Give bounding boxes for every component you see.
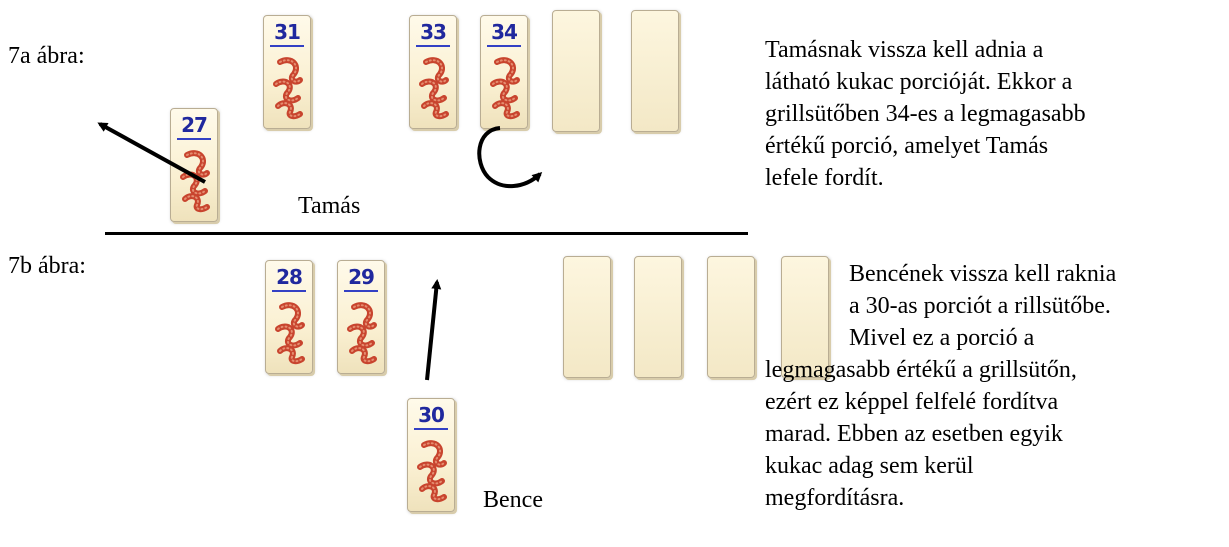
face-down-tile [563, 256, 611, 378]
flip-tile-arrow [477, 126, 543, 188]
description-line: megfordításra. [765, 485, 905, 511]
worm-segment [184, 195, 208, 211]
worm-icon [419, 57, 449, 120]
tile-30: 30 [407, 398, 455, 512]
worm-segment [279, 59, 301, 83]
face-down-tile [631, 10, 679, 132]
tile-29: 29 [337, 260, 385, 374]
worm-segment [492, 80, 516, 102]
tile-number: 34 [481, 22, 527, 47]
face-down-tile [552, 10, 600, 132]
worm-segment [279, 302, 305, 330]
tile-34: 34 [480, 15, 528, 129]
tile-number: 30 [408, 405, 454, 430]
description-line: a 30-as porciót a rillsütőbe. [849, 293, 1111, 319]
worm-icon [347, 302, 377, 365]
face-down-tile [707, 256, 755, 378]
tile-number: 33 [410, 22, 456, 47]
description-line: látható kukac porcióját. Ekkor a [765, 69, 1073, 95]
figure-7a-description: Tamásnak vissza kell adnia a látható kuk… [765, 34, 1086, 194]
description-line: Bencének vissza kell raknia [849, 261, 1117, 287]
figure-7b-description-bottom: legmagasabb értékű a grillsütőn, ezért e… [765, 354, 1077, 514]
worm-segment [494, 102, 518, 118]
worm-icon [273, 57, 303, 120]
description-line: lefele fordít. [765, 165, 884, 191]
worm-segment [419, 463, 443, 485]
worm-segment [423, 102, 447, 118]
description-line: marad. Ebben az esetben egyik [765, 421, 1063, 447]
face-down-tile [634, 256, 682, 378]
face-down-tile [781, 256, 829, 378]
description-line: Tamásnak vissza kell adnia a [765, 37, 1044, 63]
figure-7a-label: 7a ábra: [8, 43, 85, 69]
worm-segment [421, 440, 447, 468]
worm-segment [281, 304, 303, 328]
worm-icon [180, 150, 210, 213]
description-line: legmagasabb értékű a grillsütőn, [765, 357, 1077, 383]
description-line: ezért ez képpel felfelé fordítva [765, 389, 1059, 415]
description-line: grillsütőben 34-es a legmagasabb [765, 101, 1086, 127]
figure-7b-label: 7b ábra: [8, 253, 86, 279]
worm-segment [496, 59, 518, 83]
worm-segment [277, 325, 301, 347]
return-to-grill-arrow [425, 279, 442, 381]
tile-31: 31 [263, 15, 311, 129]
worm-segment [275, 80, 299, 102]
worm-icon [490, 57, 520, 120]
tile-number: 31 [264, 22, 310, 47]
tile-number: 29 [338, 267, 384, 292]
description-line: Mivel ez a porció a [849, 325, 1035, 351]
worm-icon [417, 440, 447, 503]
worm-segment [425, 59, 447, 83]
worm-segment [277, 57, 303, 85]
figure-separator [105, 232, 748, 235]
tile-28: 28 [265, 260, 313, 374]
tile-number: 27 [171, 115, 217, 140]
figure-7b-description-top: Bencének vissza kell raknia a 30-as porc… [849, 258, 1116, 354]
tile-number: 28 [266, 267, 312, 292]
worm-segment [351, 302, 377, 330]
worm-segment [184, 150, 210, 178]
player-name-tamas: Tamás [298, 193, 361, 219]
description-line: értékű porció, amelyet Tamás [765, 133, 1049, 159]
worm-icon [275, 302, 305, 365]
worm-segment [421, 80, 445, 102]
description-line: kukac adag sem kerül [765, 453, 974, 479]
worm-segment [277, 102, 301, 118]
worm-segment [349, 325, 373, 347]
tile-33: 33 [409, 15, 457, 129]
worm-segment [423, 57, 449, 85]
worm-segment [421, 485, 445, 501]
worm-segment [351, 347, 375, 363]
worm-segment [353, 304, 375, 328]
worm-segment [279, 347, 303, 363]
player-name-bence: Bence [483, 487, 543, 513]
worm-segment [423, 442, 445, 466]
worm-segment [494, 57, 520, 85]
tile-27: 27 [170, 108, 218, 222]
